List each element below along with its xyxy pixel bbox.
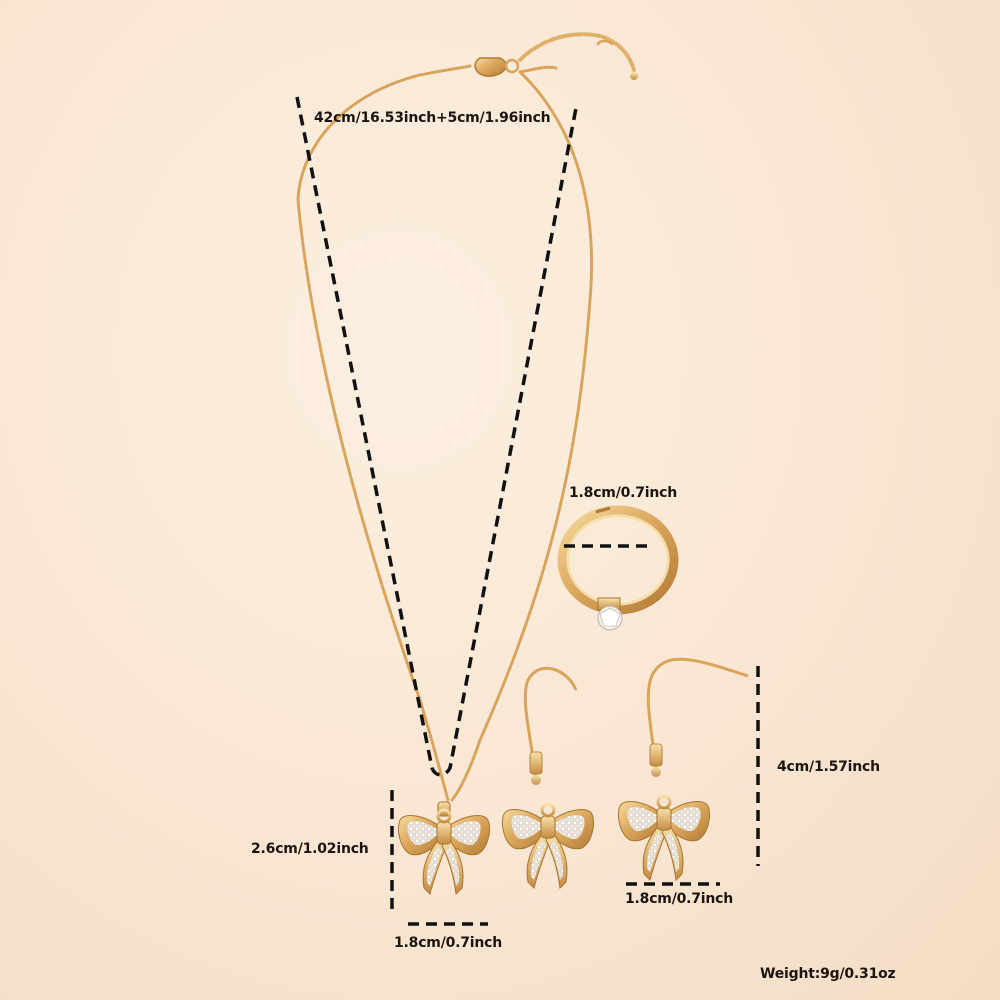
necklace-length-line	[295, 96, 578, 777]
necklace-chain	[296, 32, 638, 802]
ring-diameter-label: 1.8cm/0.7inch	[569, 485, 678, 501]
earring-width-label: 1.8cm/0.7inch	[625, 891, 734, 907]
dimension-lines	[295, 96, 760, 926]
weight-label: Weight:9g/0.31oz	[760, 966, 896, 982]
earring-right	[616, 657, 749, 882]
pendant-height-label: 2.6cm/1.02inch	[251, 841, 369, 857]
pendant-width-label: 1.8cm/0.7inch	[394, 935, 503, 951]
earring-height-label: 4cm/1.57inch	[777, 759, 880, 775]
earring-left	[500, 666, 596, 890]
ring	[557, 505, 679, 631]
necklace-length-label: 42cm/16.53inch+5cm/1.96inch	[314, 110, 551, 126]
pendant	[396, 801, 492, 896]
